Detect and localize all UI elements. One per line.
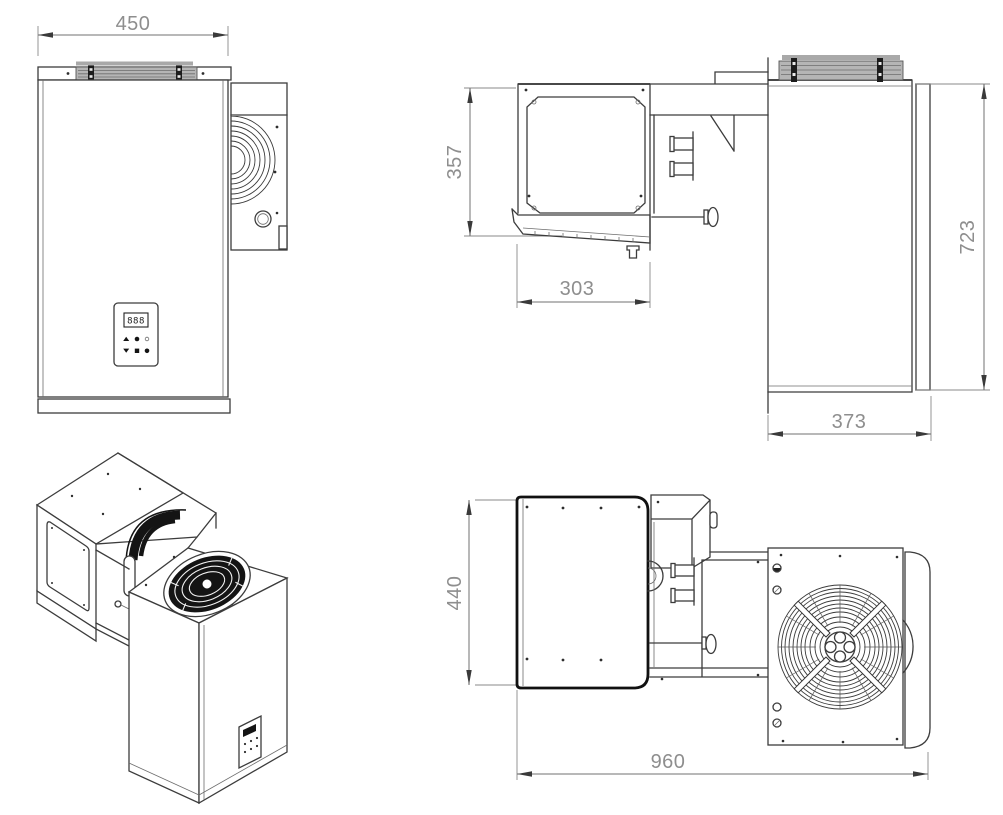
iso-duct-section [95, 452, 217, 647]
dimension-condenser-depth: 373 [767, 396, 932, 441]
mounting-bracket-side [778, 55, 904, 82]
dimension-evaporator-width: 440 [444, 499, 519, 686]
iso-base-strip [36, 589, 97, 643]
iso-control-panel [238, 714, 262, 770]
fan-grille-icon [231, 116, 276, 205]
refrigerant-pipes [669, 131, 694, 181]
evaporator-side [511, 83, 655, 259]
iso-display [243, 724, 256, 737]
aux-button-icon [144, 336, 150, 342]
base-strip [37, 398, 231, 414]
iso-fan-scroll [128, 510, 181, 561]
seven-segment-display [123, 312, 149, 328]
control-panel: 888 [113, 302, 159, 367]
dimension-evaporator-height: 357 [444, 87, 562, 237]
connection-assembly [647, 494, 769, 681]
side-condenser-section [230, 82, 288, 251]
drain-fitting [626, 245, 640, 259]
iso-axial-fan [163, 550, 251, 618]
fan-hub [824, 631, 856, 663]
set-button-icon [134, 336, 140, 342]
condenser-side [767, 57, 931, 414]
knob-icon [707, 206, 719, 228]
wall-cut-symbol [710, 115, 735, 152]
dimension-label-450: 450 [116, 13, 151, 35]
dimension-label-440: 440 [444, 576, 466, 611]
dimension-label-723: 723 [957, 220, 979, 255]
mounting-bracket [37, 61, 232, 82]
refrigerant-pipes-top [670, 557, 695, 606]
side-view: 357 303 [444, 55, 990, 441]
dimension-overall-length: 960 [516, 690, 929, 780]
thermostat-rod [651, 206, 719, 228]
dimension-front-width: 450 [37, 13, 229, 56]
display-value: 888 [127, 317, 145, 327]
evaporator-cover-panel [526, 96, 646, 214]
dimension-evaporator-depth: 303 [516, 244, 651, 308]
wall-mounting-plate [649, 71, 769, 152]
condenser-back-panel [915, 83, 931, 391]
condenser-back-plate [904, 551, 931, 749]
standby-button-icon [134, 348, 140, 353]
cable-gland-hole [254, 210, 272, 228]
iso-condenser-box [127, 547, 289, 805]
evaporator-top [515, 495, 650, 690]
front-view: 450 [37, 13, 288, 414]
dimension-overall-height: 723 [916, 83, 990, 391]
controller-buttons [123, 336, 150, 354]
condenser-top [767, 547, 931, 749]
iso-knob-icon [114, 600, 122, 608]
drip-tray [511, 208, 651, 259]
fan-shroud-edge [647, 560, 664, 592]
dimension-label-960: 960 [651, 751, 686, 773]
top-view: 440 [444, 494, 931, 780]
up-arrow-button-icon [123, 336, 130, 341]
down-arrow-button-icon [123, 348, 130, 353]
defrost-button-icon [144, 348, 150, 354]
dimension-label-357: 357 [444, 145, 466, 180]
dimension-label-373: 373 [832, 411, 867, 433]
iso-evaporator-panel [46, 521, 90, 612]
dimension-label-303: 303 [560, 278, 595, 300]
panel-fasteners [772, 563, 782, 728]
condenser-fan-grille-icon [777, 584, 903, 710]
isometric-view [35, 452, 289, 805]
thermostat-rod-top [649, 633, 717, 655]
